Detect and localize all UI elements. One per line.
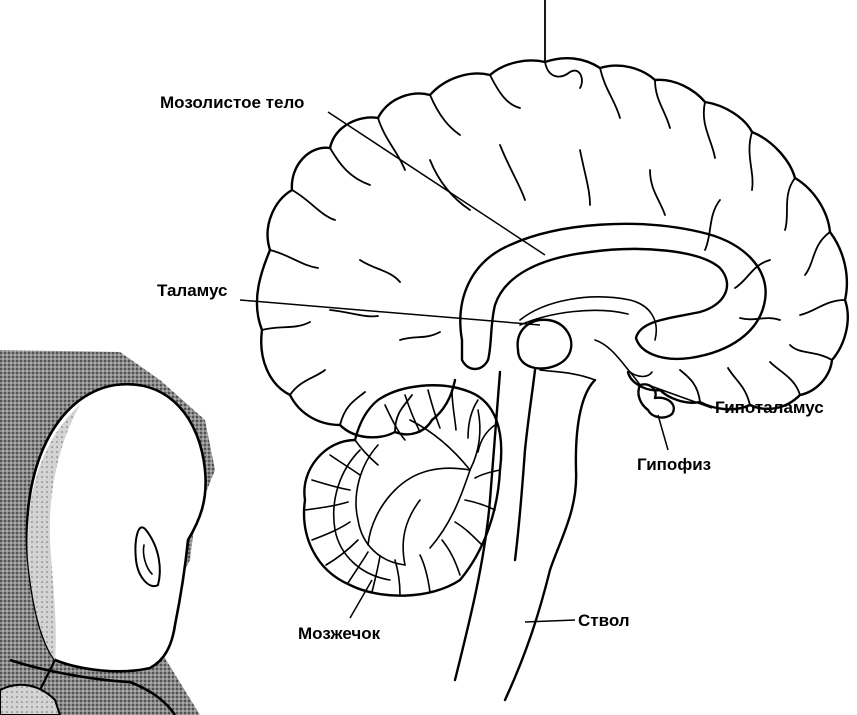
label-brainstem: Ствол [578,611,630,630]
hypothalamus-shape [595,340,652,377]
label-corpus-callosum: Мозолистое тело [160,93,304,112]
leader-brainstem [525,620,575,622]
diencephalon [518,320,674,418]
leader-pituitary [658,415,668,450]
corpus-callosum [460,224,765,369]
labels: Мозолистое тело Таламус Гипоталамус Гипо… [157,93,824,643]
head-silhouette [0,350,215,715]
leader-hypothalamus [648,385,712,408]
cerebellum [304,385,501,595]
label-cerebellum: Мозжечок [298,624,381,643]
brainstem [455,370,595,700]
thalamus-shape [518,320,572,369]
label-hypothalamus: Гипоталамус [715,398,824,417]
label-thalamus: Таламус [157,281,228,300]
cerebrum-outline [257,58,848,409]
label-pituitary: Гипофиз [637,455,711,474]
leader-corpus-callosum [328,112,545,255]
